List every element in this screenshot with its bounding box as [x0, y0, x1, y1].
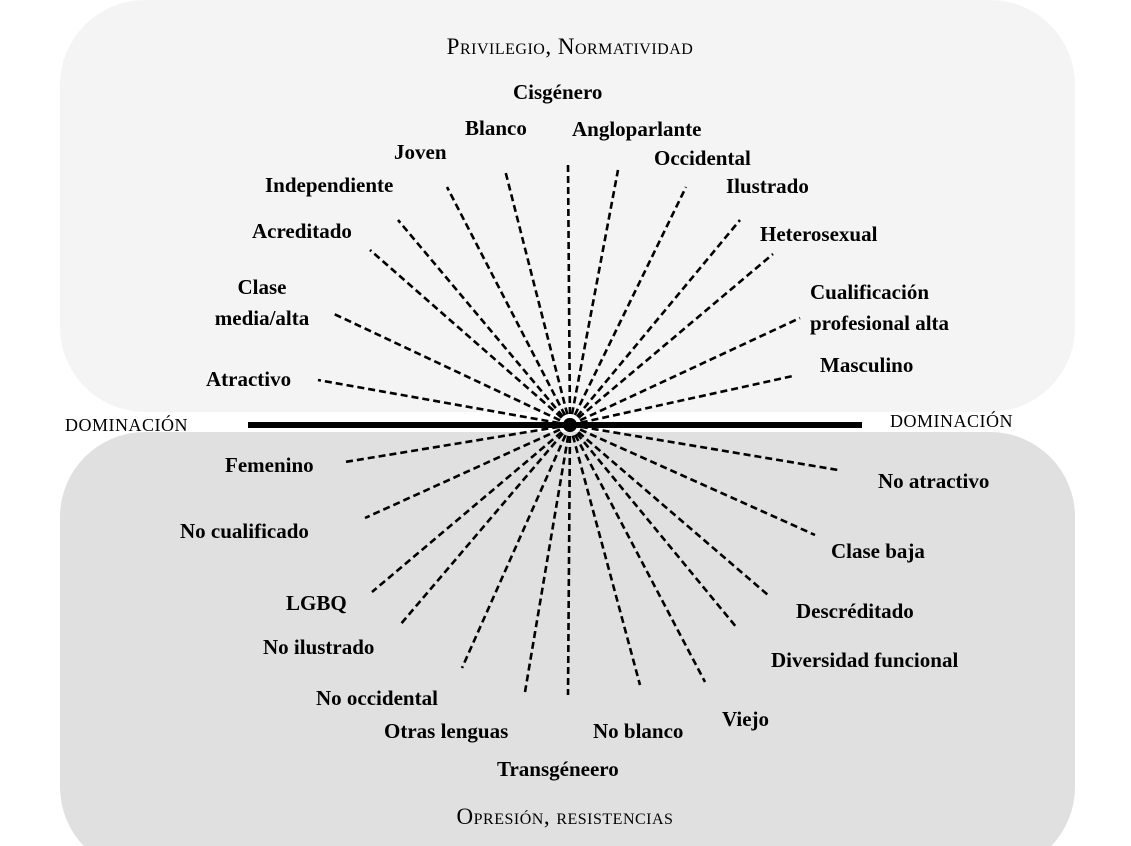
label-no-cualificado: No cualificado	[180, 519, 309, 543]
label-masculino: Masculino	[820, 353, 913, 377]
label-acreditado: Acreditado	[252, 219, 352, 243]
ray-masculino	[569, 374, 794, 427]
label-clase: Clase	[238, 275, 287, 299]
privilege-labels: Atractivo Clase media/alta Acreditado In…	[206, 80, 950, 391]
domination-left-label: DOMINACIÓN	[65, 414, 188, 435]
ray-ilustrado	[568, 219, 742, 426]
label-joven: Joven	[394, 140, 447, 164]
oppression-labels: Femenino No cualificado LGBQ No ilustrad…	[180, 453, 989, 781]
ray-no-cualificado	[364, 423, 571, 520]
label-no-ilustrado: No ilustrado	[263, 635, 374, 659]
ray-transgenero	[566, 424, 572, 696]
label-otras-lenguas: Otras lenguas	[384, 719, 508, 743]
label-diversidad-funcional: Diversidad funcional	[771, 648, 958, 672]
label-no-atractivo: No atractivo	[878, 469, 989, 493]
label-femenino: Femenino	[225, 453, 314, 477]
label-lgbq: LGBQ	[286, 591, 347, 615]
ray-clase-baja	[569, 423, 816, 537]
label-cualificacion: Cualificación	[810, 280, 929, 304]
privilege-panel	[60, 0, 1075, 412]
ray-lgbq	[371, 424, 571, 593]
label-transgenero: Transgéneero	[497, 757, 619, 781]
label-no-occidental: No occidental	[316, 686, 438, 710]
ray-independiente	[397, 219, 571, 426]
label-heterosexual: Heterosexual	[760, 222, 878, 246]
ray-atractivo	[317, 378, 571, 427]
label-ilustrado: Ilustrado	[726, 174, 809, 198]
ray-otras-lenguas	[523, 424, 572, 693]
label-no-blanco: No blanco	[593, 719, 683, 743]
label-cisgenero: Cisgénero	[513, 80, 602, 104]
privilege-title: Privilegio, Normatividad	[447, 34, 694, 59]
ray-heterosexual	[569, 253, 774, 426]
label-media-alta: media/alta	[215, 306, 310, 330]
label-descreditado: Descréditado	[796, 599, 914, 623]
ray-no-blanco	[568, 424, 642, 686]
label-viejo: Viejo	[722, 707, 769, 731]
ray-viejo	[568, 424, 707, 683]
label-profesional-alta: profesional alta	[810, 311, 950, 335]
ray-no-atractivo	[569, 423, 839, 472]
domination-right-label: DOMINACIÓN	[890, 410, 1013, 431]
ray-acreditado	[369, 249, 571, 426]
ray-femenino	[344, 423, 571, 464]
label-atractivo: Atractivo	[206, 367, 291, 391]
ray-occidental	[568, 186, 688, 426]
label-independiente: Independiente	[265, 173, 393, 197]
oppression-title: Opresión, resistencias	[457, 804, 674, 829]
rays	[317, 162, 839, 696]
label-blanco: Blanco	[465, 116, 527, 140]
label-clase-baja: Clase baja	[831, 539, 925, 563]
ray-cualificacion	[569, 316, 801, 427]
label-occidental: Occidental	[654, 146, 751, 170]
label-angloparlante: Angloparlante	[572, 117, 702, 141]
ray-no-occidental	[460, 424, 572, 669]
ray-joven	[445, 186, 572, 426]
